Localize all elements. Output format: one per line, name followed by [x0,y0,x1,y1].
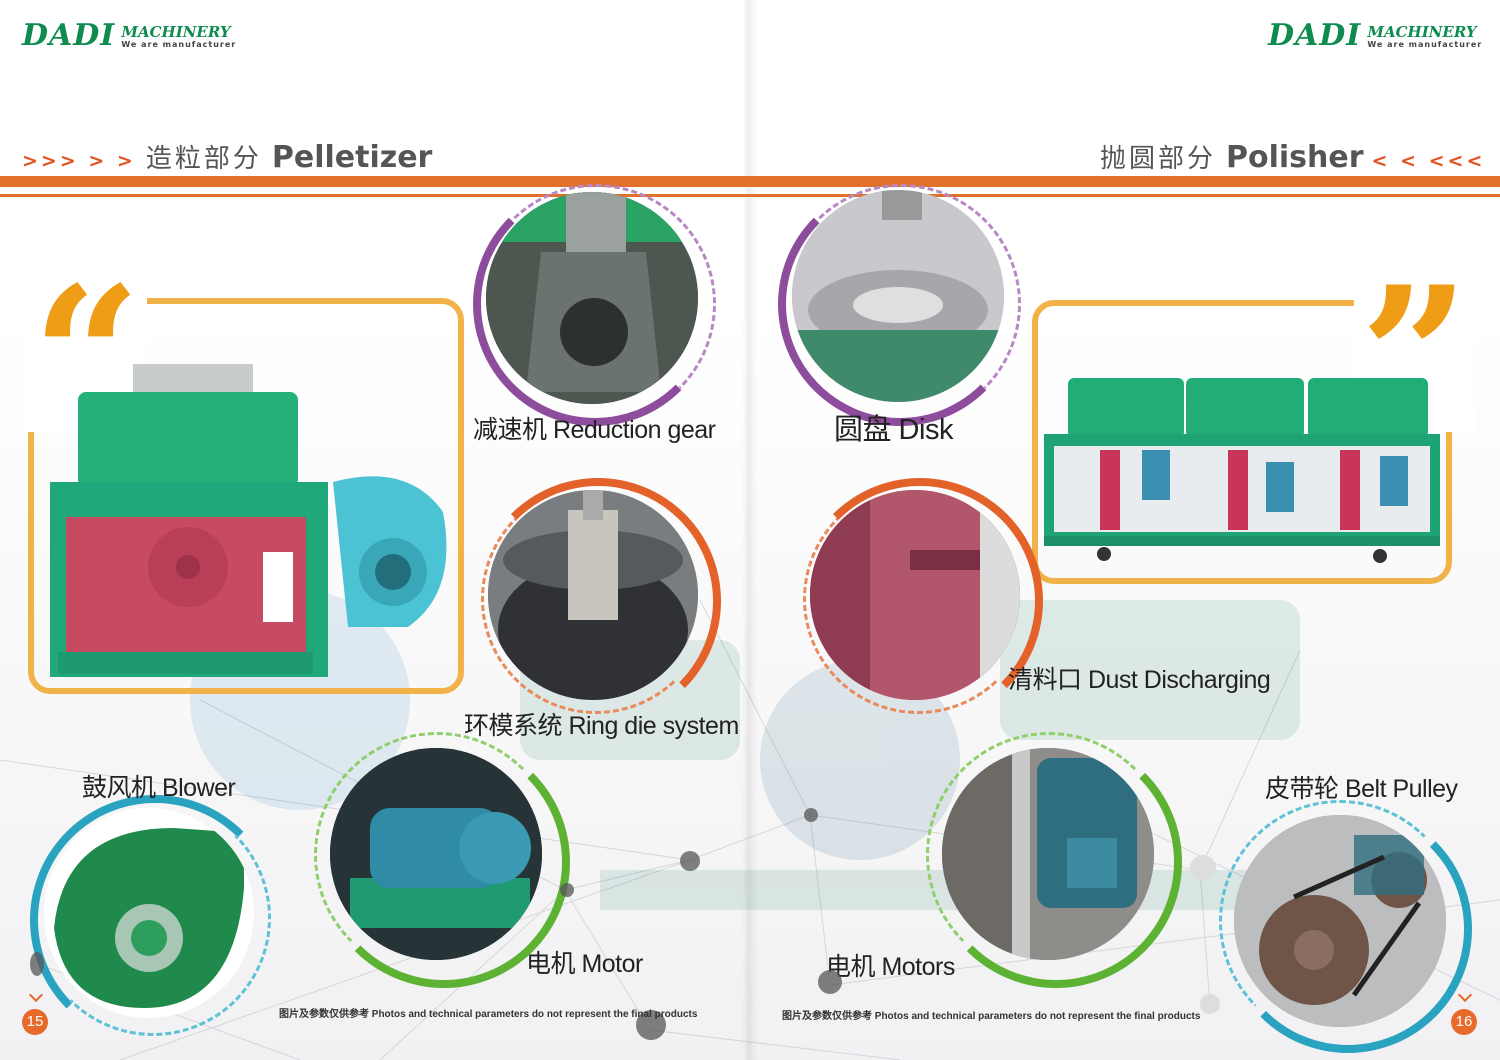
section-title-polisher: 抛圆部分 Polisher < < <<< [1100,138,1485,175]
blower-label: 鼓风机 Blower [82,774,236,802]
pelletizer-photo-frame [28,298,464,694]
brand-logo-left: DADI MACHINERY We are manufacturer [22,18,237,53]
title-en: Pelletizer [271,140,433,175]
reduction-gear-dash [476,184,716,424]
page-number-right: 16 [1451,1009,1477,1035]
blower-photo [44,808,254,1018]
belt-pulley-ring [1224,805,1472,1053]
section-title-pelletizer: >>> > > 造粒部分 Pelletizer [22,138,432,175]
dust-discharge-ring [797,478,1043,724]
reduction-gear-label: 减速机 Reduction gear [473,416,716,444]
motors-photo [942,748,1154,960]
ring-die-photo [488,490,698,700]
polisher-machine-image [1044,378,1440,563]
title-cn: 造粒部分 [145,144,262,174]
network-node [560,883,574,897]
motor-dash [314,732,560,978]
logo-name: MACHINERY [1367,23,1477,41]
header-rule [0,194,1500,197]
page-fold [742,0,758,1060]
dust-discharge-dash [803,484,1033,714]
disk-label: 圆盘 Disk [834,414,953,446]
title-arrows: < < <<< [1371,150,1486,172]
disclaimer-right: 图片及参数仅供参考 Photos and technical parameter… [782,1011,1201,1022]
motor-ring [318,736,570,988]
reduction-gear-photo [486,192,698,404]
ring-die-label: 环模系统 Ring die system [464,712,739,740]
ring-die-dash [481,484,711,714]
network-node [30,952,44,976]
logo-tagline: We are manufacturer [1367,40,1483,49]
belt-pulley-dash [1219,800,1461,1042]
header-band [0,176,1500,187]
title-arrows: >>> > > [22,150,136,172]
network-node [1200,994,1220,1014]
belt-pulley-photo [1234,815,1446,1027]
title-cn: 抛圆部分 [1100,144,1217,174]
ring-die-ring [475,478,721,724]
polisher-photo-frame [1032,300,1452,584]
logo-mark: DADI [1268,18,1362,53]
logo-mark: DADI [22,18,116,53]
blower-dash [35,800,271,1036]
motors-ring [930,736,1182,988]
disclaimer-left: 图片及参数仅供参考 Photos and technical parameter… [279,1009,698,1020]
brand-logo-right: DADI MACHINERY We are manufacturer [1268,18,1483,53]
motors-label: 电机 Motors [826,953,955,981]
network-node [818,970,842,994]
network-node [680,851,700,871]
network-node [804,808,818,822]
page-number-left: 15 [22,1009,48,1035]
network-node [1190,855,1216,881]
dust-discharge-photo [810,490,1020,700]
motors-dash [926,732,1172,978]
motor-photo [330,748,542,960]
network-node [636,1010,666,1040]
dust-discharge-label: 清料口 Dust Discharging [1008,666,1271,694]
belt-pulley-label: 皮带轮 Belt Pulley [1265,775,1458,803]
logo-name: MACHINERY [121,23,231,41]
disk-dash [781,184,1021,424]
blower-ring [30,795,280,1045]
title-en: Polisher [1226,140,1364,175]
pelletizer-machine-image [50,364,447,677]
disk-photo [792,190,1004,402]
logo-tagline: We are manufacturer [121,40,237,49]
motor-label: 电机 Motor [526,950,643,978]
